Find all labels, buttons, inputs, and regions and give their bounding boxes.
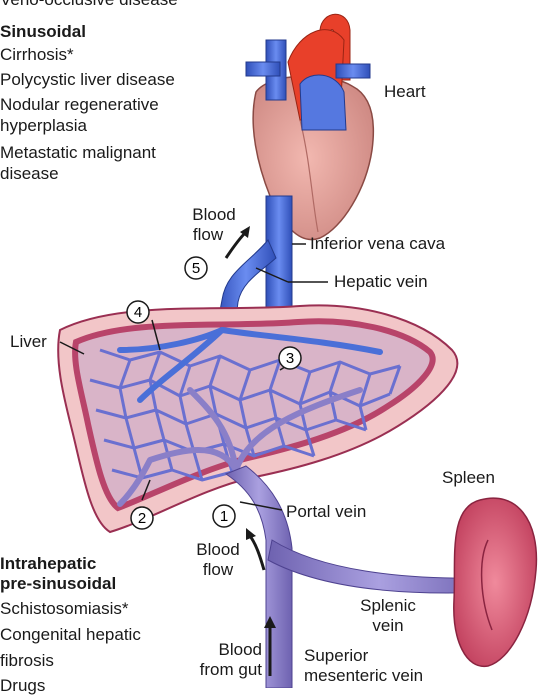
blood-flow-mid-label: flow (196, 560, 240, 580)
splenic-vein-label: Splenic (352, 596, 424, 616)
spleen-label: Spleen (442, 468, 495, 488)
pre-sinusoidal-item: Drugs (0, 676, 45, 696)
sinusoidal-item: Polycystic liver disease (0, 70, 175, 90)
pre-sinusoidal-item: fibrosis (0, 651, 54, 671)
marker-3: 3 (279, 347, 301, 369)
sinusoidal-item: disease (0, 164, 59, 184)
liver-label: Liver (10, 332, 47, 352)
svg-text:3: 3 (286, 350, 294, 367)
sinusoidal-item: Nodular regenerative (0, 95, 159, 115)
marker-4: 4 (127, 301, 149, 323)
veno-occlusive-label: Veno-occlusive disease (0, 0, 178, 10)
svg-text:1: 1 (220, 508, 228, 525)
blood-from-gut-label: Blood (186, 640, 262, 660)
pre-sinusoidal-item: Schistosomiasis* (0, 599, 129, 619)
blood-from-gut-label: from gut (180, 660, 262, 680)
sinusoidal-item: hyperplasia (0, 116, 87, 136)
sinusoidal-item: Metastatic malignant (0, 143, 156, 163)
ivc-label: Inferior vena cava (310, 234, 445, 254)
pre-sinusoidal-item: Congenital hepatic (0, 625, 141, 645)
marker-5: 5 (185, 257, 207, 279)
svg-text:5: 5 (192, 260, 200, 277)
smv-label: mesenteric vein (304, 666, 423, 686)
blood-flow-mid-label: Blood (190, 540, 246, 560)
blood-flow-top-label: flow (186, 225, 230, 245)
hepatic-vein-label: Hepatic vein (334, 272, 428, 292)
pre-sinusoidal-heading: pre-sinusoidal (0, 574, 116, 594)
spleen (454, 498, 537, 666)
heart-label: Heart (384, 82, 426, 102)
splenic-vein-label: vein (352, 616, 424, 636)
pre-sinusoidal-heading: Intrahepatic (0, 554, 96, 574)
marker-1: 1 (213, 505, 235, 527)
marker-2: 2 (131, 507, 153, 529)
blood-flow-top-label: Blood (186, 205, 242, 225)
svg-text:2: 2 (138, 510, 146, 527)
portal-vein-label: Portal vein (286, 502, 366, 522)
sinusoidal-item: Cirrhosis* (0, 45, 74, 65)
smv-label: Superior (304, 646, 368, 666)
sinusoidal-heading: Sinusoidal (0, 22, 86, 42)
svg-text:4: 4 (134, 304, 142, 321)
